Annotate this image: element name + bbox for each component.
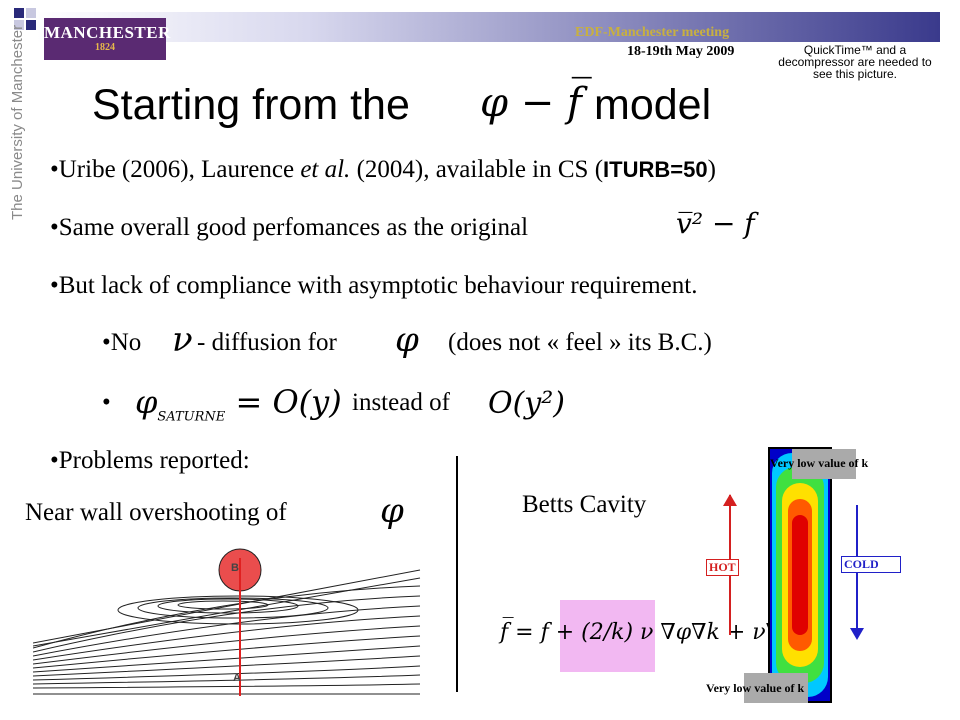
bullet-uribe-close: )	[707, 156, 716, 183]
low-k-bottom-box	[744, 673, 808, 703]
phi-saturne-formula: φSATURNE = O(y)	[135, 382, 342, 437]
cold-arrow-head	[850, 628, 864, 640]
point-a-label: A	[233, 672, 241, 684]
header-square	[14, 8, 24, 18]
streamline-plot: B A	[32, 548, 423, 696]
bullet-uribe-post: (2004), available in CS (	[356, 156, 604, 183]
quicktime-notice: QuickTime™ and a decompressor are needed…	[767, 44, 943, 80]
bullet-problems: •Problems reported:	[50, 447, 250, 474]
streamline-svg	[32, 548, 421, 696]
bullet-compliance: •But lack of compliance with asymptotic …	[50, 272, 698, 299]
near-wall-label: Near wall overshooting of	[25, 499, 287, 526]
slide-title-end: model	[594, 80, 711, 130]
eq-o-y: = O(y)	[235, 383, 342, 421]
title-minus-f: − f̅	[520, 80, 582, 126]
logo-year: 1824	[95, 42, 115, 53]
formula-highlight	[560, 600, 655, 672]
bullet-uribe-code: ITURB=50	[603, 157, 708, 182]
title-phi-f-formula: φ − f̅	[480, 78, 582, 128]
bullet-uribe: •Uribe (2006), Laurence et al. (2004), a…	[50, 155, 716, 185]
fbar-formula: f̅ = f + (2/k) ν ∇φ∇k + ν∇²φ	[500, 620, 806, 645]
meeting-date: 18-19th May 2009	[627, 44, 735, 59]
bullet-no-diffusion-post: (does not « feel » its B.C.)	[448, 329, 712, 356]
slide-title: Starting from the	[92, 80, 410, 130]
saturne-subscript: SATURNE	[157, 409, 226, 425]
bullet-performance: •Same overall good perfomances as the or…	[50, 214, 529, 241]
cavity-contour-plot	[768, 447, 832, 703]
bullet-instead-of: instead of	[352, 389, 450, 416]
contour-level-red	[792, 515, 808, 635]
header-square	[26, 8, 36, 18]
bullet-uribe-pre: •Uribe (2006), Laurence	[50, 156, 295, 183]
section-divider	[456, 456, 458, 692]
nu-symbol: ν	[172, 320, 193, 360]
side-university-text: The University of Manchester	[6, 25, 36, 220]
betts-cavity-label: Betts Cavity	[522, 491, 647, 518]
title-end: model	[594, 81, 712, 129]
hot-label: HOT	[706, 559, 739, 576]
title-start: Starting from the	[92, 81, 410, 129]
logo-name: MANCHESTER	[44, 23, 171, 42]
university-logo: MANCHESTER 1824	[44, 18, 171, 60]
phi-saturne: φ	[135, 383, 158, 421]
o-y2-formula: O(y²)	[488, 386, 565, 421]
bullet-no-diffusion-mid: - diffusion for	[197, 329, 337, 356]
bullet-no-diffusion-pre: •No	[102, 329, 142, 356]
header-square	[26, 20, 36, 30]
title-phi: φ	[480, 80, 509, 126]
hot-arrow-head	[723, 494, 737, 506]
low-k-bottom-label: Very low value of k	[706, 681, 805, 695]
side-university-label: The University of Manchester	[9, 24, 26, 220]
header-gradient-bar	[36, 12, 940, 42]
near-wall-phi: φ	[380, 491, 404, 531]
bullet-saturne-dot: •	[102, 389, 111, 416]
meeting-title: EDF-Manchester meeting	[575, 25, 730, 40]
header-square	[14, 20, 24, 30]
low-k-top-box	[792, 449, 856, 479]
bullet-uribe-italic: et al.	[300, 156, 351, 183]
low-k-top-label: Very low value of k	[770, 456, 869, 470]
phi-symbol: φ	[395, 320, 419, 360]
point-b-label: B	[231, 562, 239, 574]
v2-f-formula: v̅² − f	[676, 207, 755, 240]
cold-label: COLD	[841, 556, 901, 573]
